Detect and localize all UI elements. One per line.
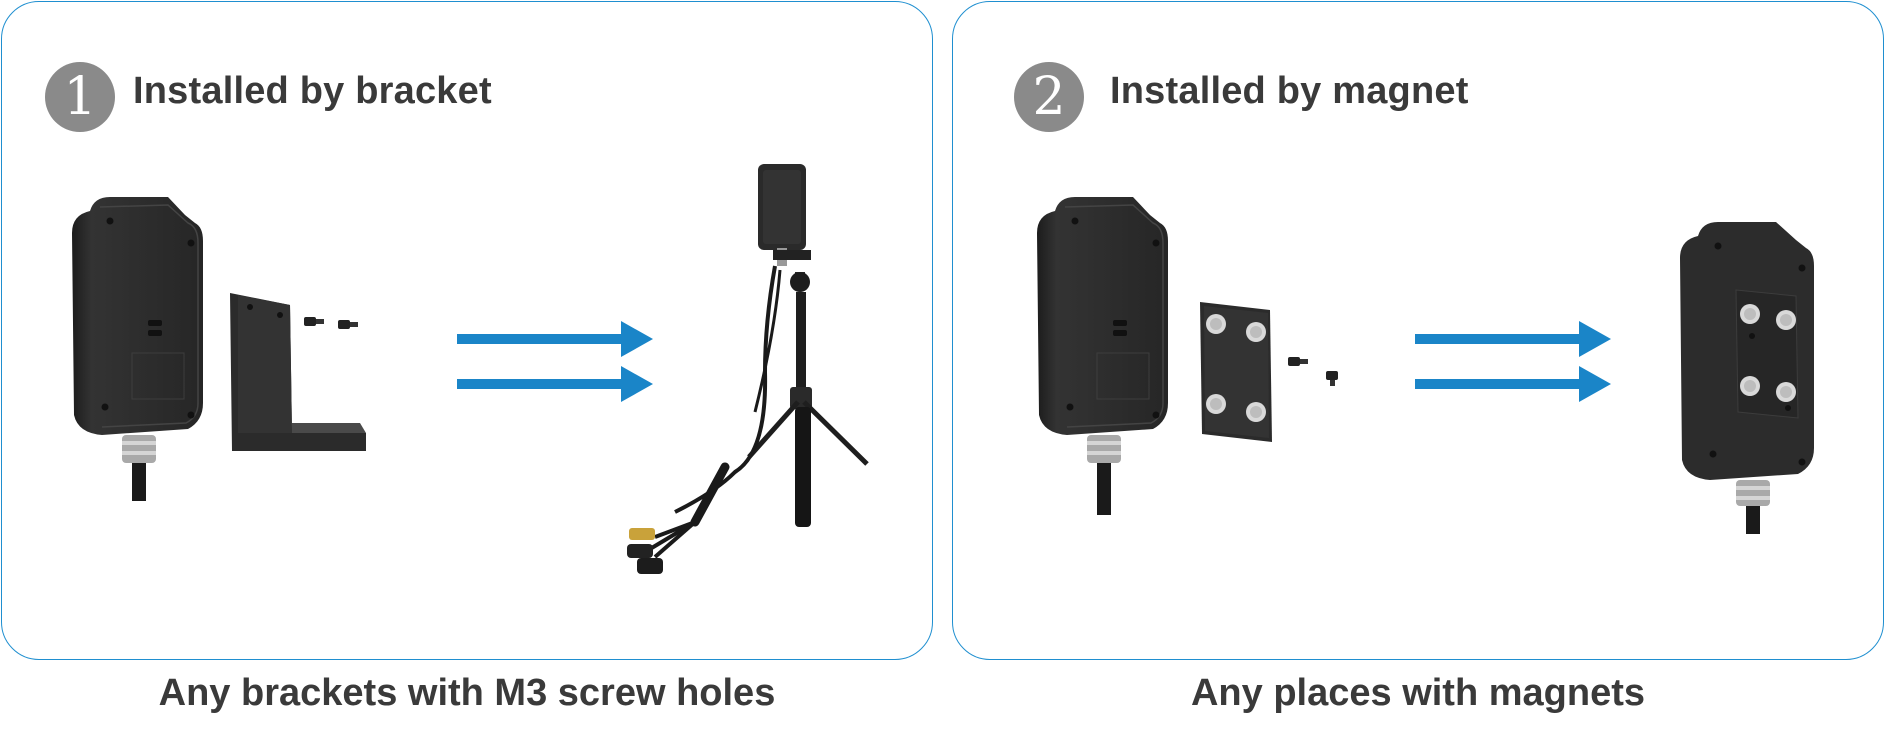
sensor-device-image [1037, 197, 1168, 515]
l-bracket-image [230, 293, 366, 451]
magnet-mounted-device-image [1680, 222, 1814, 534]
panel-caption: Any brackets with M3 screw holes [158, 672, 776, 714]
step-title: Installed by magnet [1110, 70, 1469, 112]
double-right-arrow-icon [1415, 321, 1611, 402]
magnet-plate-image [1200, 302, 1272, 442]
tripod-mounted-device-image [627, 164, 869, 574]
double-right-arrow-icon [457, 321, 653, 402]
sensor-device-image [72, 197, 203, 501]
step-number-badge: 2 [1014, 62, 1084, 132]
screws-image [304, 317, 358, 329]
screws-image [1288, 357, 1338, 386]
step-number-badge: 1 [45, 62, 115, 132]
step-title: Installed by bracket [133, 70, 492, 112]
panel-caption: Any places with magnets [1190, 672, 1645, 714]
